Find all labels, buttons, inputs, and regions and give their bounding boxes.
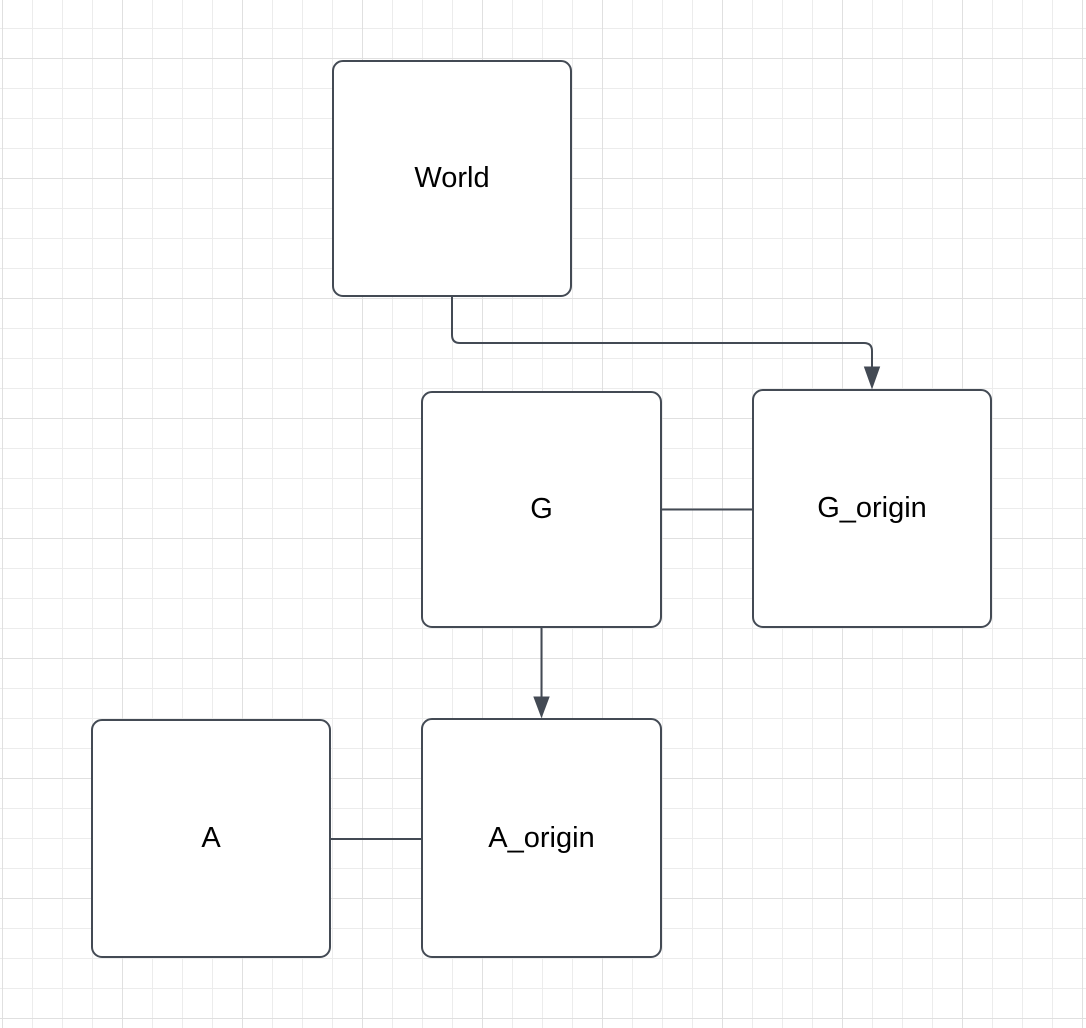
arrowhead-down-icon (533, 696, 550, 719)
node-a-label: A (201, 822, 221, 854)
node-g-origin-label: G_origin (817, 492, 927, 524)
node-g[interactable]: G (421, 391, 662, 628)
node-g-origin[interactable]: G_origin (752, 389, 992, 628)
node-g-label: G (530, 493, 553, 525)
connector-g-to-a-origin[interactable] (533, 628, 550, 719)
node-a-origin-label: A_origin (488, 821, 595, 854)
node-a[interactable]: A (91, 719, 331, 958)
arrowhead-down-icon (863, 366, 881, 390)
connector-world-to-g-origin[interactable] (451, 297, 881, 390)
node-world[interactable]: World (332, 60, 572, 297)
node-world-label: World (414, 162, 490, 194)
node-a-origin[interactable]: A_origin (421, 718, 662, 958)
